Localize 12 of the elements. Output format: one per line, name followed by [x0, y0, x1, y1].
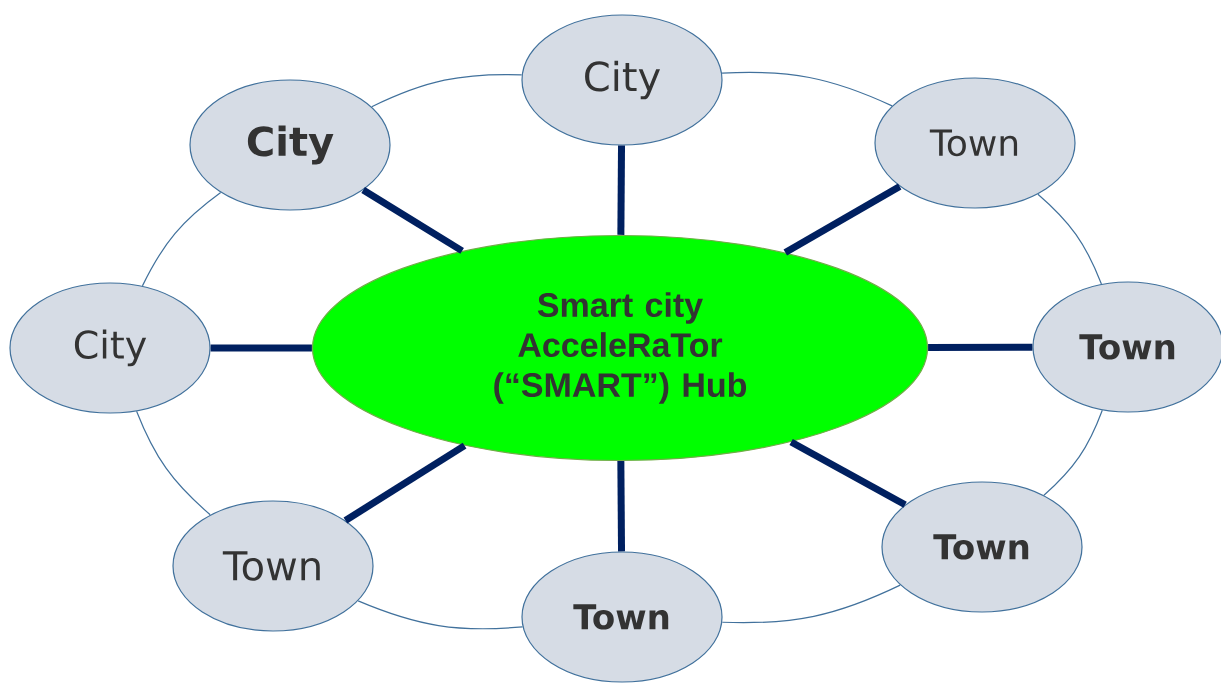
ring-line — [136, 410, 211, 516]
ring-line — [371, 73, 523, 108]
spoke-line — [789, 438, 907, 508]
ring-line — [1037, 193, 1103, 285]
spoke-line — [361, 187, 464, 254]
ring-line — [141, 191, 222, 287]
spoke-line — [783, 183, 902, 256]
ring-line — [1043, 409, 1103, 496]
spoke-line — [343, 442, 467, 524]
ring-line — [721, 71, 893, 107]
ring-line — [721, 584, 901, 624]
ring-line — [357, 600, 524, 630]
